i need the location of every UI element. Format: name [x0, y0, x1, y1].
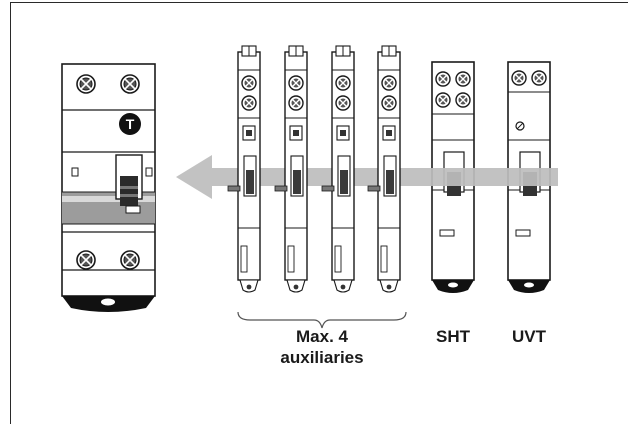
terminal-screw-icon — [455, 71, 471, 87]
terminal-screw-icon — [335, 75, 351, 91]
terminal-screw-icon — [76, 74, 96, 94]
terminal-screw-icon — [120, 74, 140, 94]
auxiliaries-label-line2: auxiliaries — [280, 348, 364, 367]
main-device — [61, 63, 156, 312]
terminal-screw-icon — [76, 250, 96, 270]
terminal-screw-icon — [511, 70, 527, 86]
auxiliary-module — [367, 45, 401, 293]
auxiliaries-brace — [237, 311, 407, 329]
test-button-badge: T — [125, 116, 135, 132]
figure-frame — [10, 2, 628, 424]
terminal-screw-icon — [531, 70, 547, 86]
terminal-screw-icon — [288, 75, 304, 91]
uvt-label: UVT — [512, 327, 546, 346]
terminal-screw-icon — [435, 71, 451, 87]
auxiliary-modules — [227, 45, 401, 293]
sht-label: SHT — [436, 327, 470, 346]
auxiliary-module — [227, 45, 261, 293]
mounting-direction-arrow — [176, 155, 558, 199]
terminal-screw-icon — [381, 95, 397, 111]
terminal-screw-icon — [455, 92, 471, 108]
auxiliaries-label-line1: Max. 4 — [296, 327, 348, 346]
auxiliary-module — [321, 45, 355, 293]
terminal-screw-icon — [241, 75, 257, 91]
terminal-screw-icon — [288, 95, 304, 111]
terminal-screw-icon — [241, 95, 257, 111]
test-button-icon — [119, 113, 141, 135]
auxiliaries-label: Max. 4 auxiliaries — [262, 326, 382, 368]
terminal-screw-icon — [381, 75, 397, 91]
terminal-screw-icon — [335, 95, 351, 111]
terminal-screw-icon — [435, 92, 451, 108]
auxiliary-module — [274, 45, 308, 293]
terminal-screw-icon — [120, 250, 140, 270]
